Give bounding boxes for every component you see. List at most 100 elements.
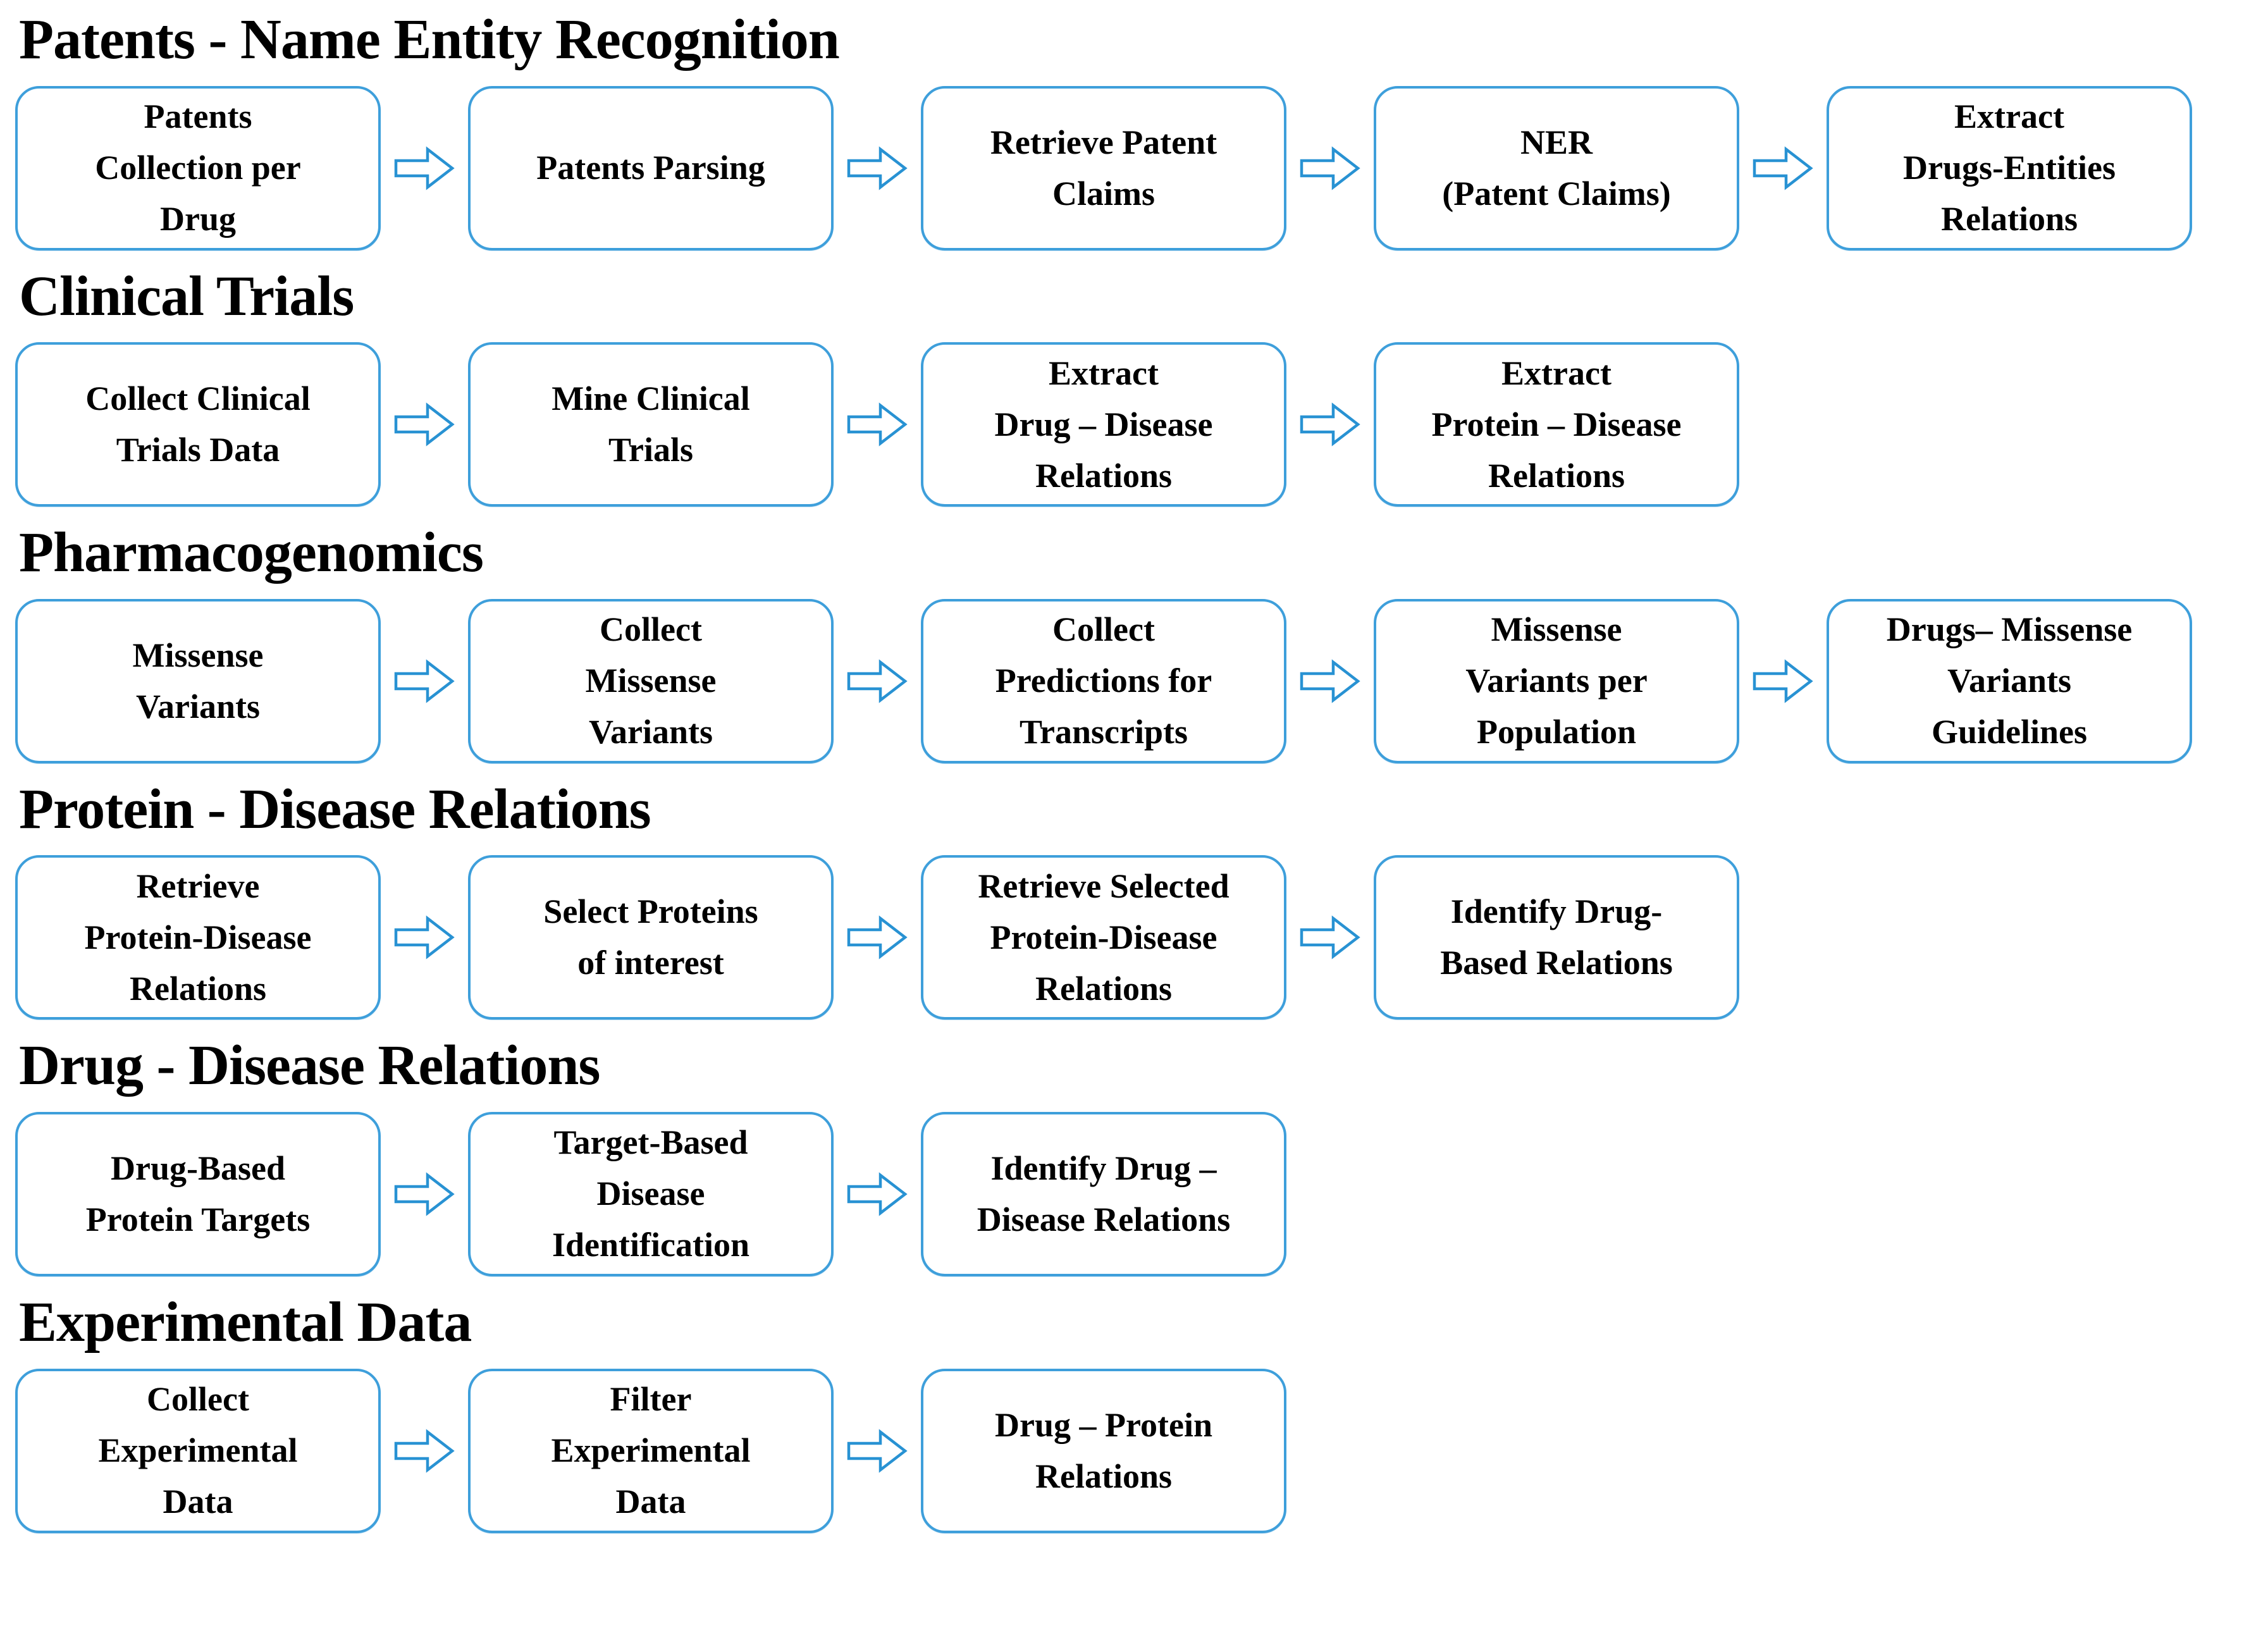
flow-box-label: Trials Data xyxy=(116,431,280,469)
flow-box-label: Disease Relations xyxy=(977,1200,1231,1238)
flow-box: NER (Patent Claims) xyxy=(1374,85,1739,250)
flow-box-label: Identify Drug – xyxy=(990,1149,1217,1187)
flow-box-label: Transcripts xyxy=(1020,713,1188,751)
flow-box-label: Claims xyxy=(1052,174,1155,213)
flow-box-label: Based Relations xyxy=(1440,944,1673,982)
flow-box-label: Retrieve Selected xyxy=(978,867,1230,905)
section-title: Pharmacogenomics xyxy=(19,521,484,584)
flow-box-label: Relations xyxy=(1035,1457,1172,1495)
right-arrow-icon xyxy=(1753,146,1813,190)
flow-box-label: Drug-Based xyxy=(110,1149,285,1187)
right-arrow-icon xyxy=(394,146,455,190)
flow-box-label: Filter xyxy=(610,1380,692,1419)
flow-box-label: Protein-Disease xyxy=(84,918,312,956)
right-arrow-icon xyxy=(394,1428,455,1473)
flow-box-label: Drugs– Missense xyxy=(1886,610,2133,649)
section-title: Patents - Name Entity Recognition xyxy=(19,8,840,71)
flow-box-label: Retrieve Patent xyxy=(990,123,1217,161)
flow-box-label: Drug – Protein xyxy=(995,1405,1212,1444)
right-arrow-icon xyxy=(1300,146,1360,190)
section-title: Drug - Disease Relations xyxy=(19,1034,600,1097)
flow-box-label: of interest xyxy=(577,944,724,982)
flow-box-label: Mine Clinical xyxy=(552,379,750,418)
flow-box-label: Protein Targets xyxy=(85,1200,311,1238)
flow-box-label: Relations xyxy=(130,969,266,1008)
flow-box-label: NER xyxy=(1520,123,1593,161)
flow-box-label: Guidelines xyxy=(1931,713,2088,751)
right-arrow-icon xyxy=(394,402,455,447)
flow-box-label: Relations xyxy=(1941,200,2078,238)
section-title: Experimental Data xyxy=(19,1290,472,1354)
flow-box-label: Protein – Disease xyxy=(1431,405,1682,443)
flow-box: Patents Parsing xyxy=(468,85,834,250)
flow-box: Identify Drug- Based Relations xyxy=(1374,855,1739,1020)
right-arrow-icon xyxy=(847,1172,908,1216)
section-title: Clinical Trials xyxy=(19,264,354,328)
flow-box-label: Patents Parsing xyxy=(536,149,765,187)
flow-box-label: Missense xyxy=(1491,610,1622,649)
flow-box-label: Protein-Disease xyxy=(990,918,1217,956)
right-arrow-icon xyxy=(394,1172,455,1216)
right-arrow-icon xyxy=(1300,659,1360,703)
flow-box-label: Patents xyxy=(144,97,252,136)
flow-box-label: Relations xyxy=(1488,456,1625,495)
right-arrow-icon xyxy=(847,659,908,703)
flow-box-label: Extract xyxy=(1501,354,1612,392)
flow-box-label: Drug xyxy=(160,200,236,238)
flow-box-label: Missense xyxy=(585,662,717,700)
right-arrow-icon xyxy=(847,146,908,190)
flow-box-label: Data xyxy=(615,1483,686,1521)
flow-box-label: Population xyxy=(1476,713,1637,751)
flow-box-label: Extract xyxy=(1049,354,1159,392)
right-arrow-icon xyxy=(394,915,455,959)
flow-box-label: Identify Drug- xyxy=(1450,892,1663,931)
flow-box-label: Predictions for xyxy=(995,662,1212,700)
flow-box-label: Target-Based xyxy=(553,1123,748,1162)
flow-box-label: Disease xyxy=(596,1175,705,1213)
flow-box-label: (Patent Claims) xyxy=(1442,174,1671,213)
right-arrow-icon xyxy=(847,1428,908,1473)
flow-box-label: Collect Clinical xyxy=(85,379,311,418)
flow-box-label: Collect xyxy=(600,610,702,649)
flow-box-label: Variants per xyxy=(1465,662,1648,700)
flow-box-label: Retrieve xyxy=(136,867,260,905)
flow-box-label: Data xyxy=(163,1483,233,1521)
flow-box-label: Trials xyxy=(608,431,693,469)
section-title: Protein - Disease Relations xyxy=(19,777,651,841)
right-arrow-icon xyxy=(1753,659,1813,703)
flow-box-label: Extract xyxy=(1954,97,2064,136)
flow-box-label: Experimental xyxy=(551,1431,751,1470)
right-arrow-icon xyxy=(847,402,908,447)
flow-box-label: Missense xyxy=(132,636,264,674)
flow-box-label: Relations xyxy=(1035,456,1172,495)
flow-box-label: Variants xyxy=(135,687,261,725)
flow-box-label: Identification xyxy=(552,1226,749,1264)
flow-box-label: Collect xyxy=(147,1380,249,1419)
